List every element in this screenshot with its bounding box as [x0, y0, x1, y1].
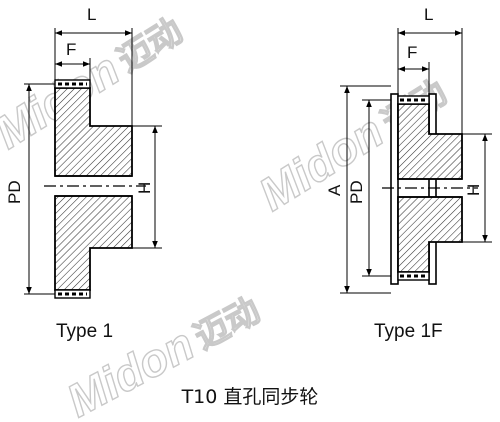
dim-h-label: H [464, 184, 483, 196]
diagram-caption: T10 直孔同步轮 [181, 386, 319, 408]
flange-left [390, 93, 399, 285]
watermark-cn-text: 迈动 [111, 11, 190, 81]
pulley-body-lower [54, 195, 133, 291]
dim-a-label: A [325, 184, 344, 196]
figure-type-1f: L F A PD H Type 1F [325, 5, 492, 342]
dim-l-label: L [424, 5, 433, 24]
flange-right [428, 93, 437, 285]
teeth-bottom [397, 271, 430, 281]
figure-type-1: L F PD H Type 1 [5, 5, 162, 342]
dim-f-label: F [66, 40, 76, 59]
dim-l-label: L [87, 5, 96, 24]
type-1f-label: Type 1F [374, 321, 443, 342]
watermark-brand-text: Midon [250, 105, 392, 221]
dim-pd-label: PD [5, 180, 24, 204]
watermark-cn-text: 迈动 [188, 290, 267, 357]
dim-h-label: H [135, 182, 154, 194]
dim-f-label: F [407, 43, 417, 62]
type-1-label: Type 1 [56, 321, 113, 342]
teeth-top [397, 95, 430, 105]
dim-pd-label: PD [347, 180, 366, 204]
